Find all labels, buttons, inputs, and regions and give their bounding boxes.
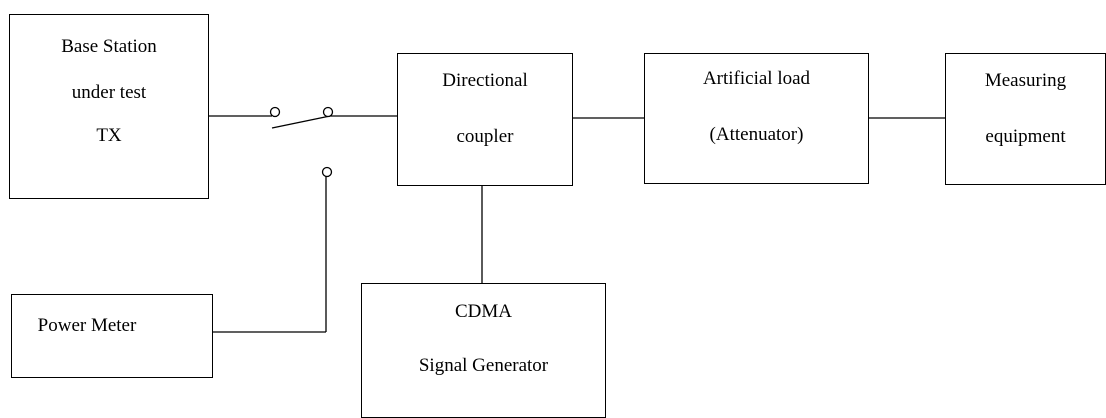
measuring-label-line2: equipment (985, 126, 1066, 147)
generator-label-line2: Signal Generator (418, 355, 549, 376)
artificial-load-block: Artificial load (Attenuator) (644, 53, 869, 184)
measuring-label-line1: Measuring (984, 70, 1067, 91)
base-station-label-line1: Base Station (61, 36, 157, 57)
base-station-label-line2: under test (71, 82, 147, 103)
load-label-line1: Artificial load (702, 68, 811, 89)
generator-label-line1: CDMA (454, 301, 512, 322)
coupler-label-line2: coupler (456, 126, 514, 147)
cdma-signal-generator-block: CDMA Signal Generator (361, 283, 606, 418)
power-meter-label: Power Meter (37, 315, 137, 336)
base-station-label-line3: TX (96, 125, 122, 146)
switch-terminal-right (322, 106, 334, 118)
switch-terminal-lower (321, 166, 333, 178)
power-meter-block: Power Meter (11, 294, 213, 378)
coupler-label-line1: Directional (442, 70, 528, 91)
load-label-line2: (Attenuator) (709, 124, 804, 145)
base-station-block: Base Station under test TX (9, 14, 209, 199)
switch-terminal-left (269, 106, 281, 118)
measuring-equipment-block: Measuring equipment (945, 53, 1106, 185)
switch-blade (271, 115, 331, 129)
directional-coupler-block: Directional coupler (397, 53, 573, 186)
